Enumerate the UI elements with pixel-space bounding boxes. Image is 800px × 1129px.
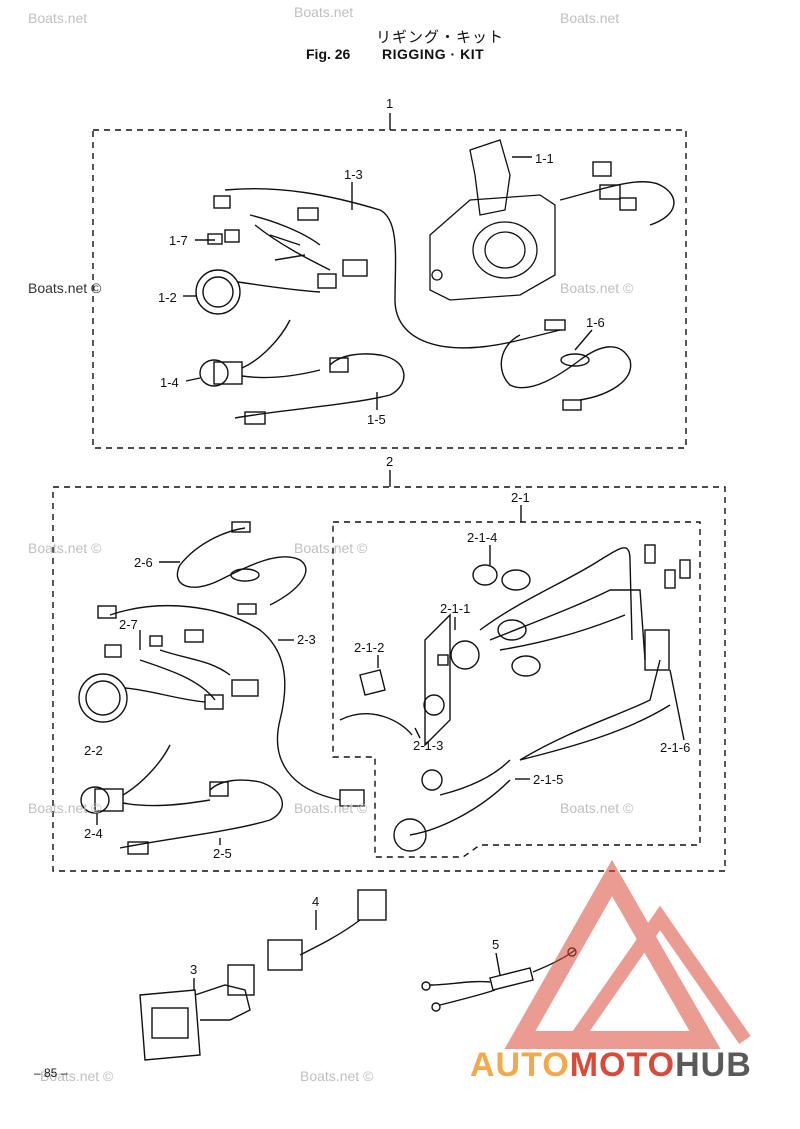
- key-switch-panel: [339, 613, 480, 747]
- remote-control-1: [429, 139, 556, 301]
- callout-1: 1: [386, 96, 394, 111]
- meter-1-4: [199, 319, 321, 387]
- connector: [213, 195, 231, 209]
- watermark: Boats.net: [28, 10, 88, 26]
- callout-1-4: 1-4: [160, 375, 179, 390]
- group-2-box: [52, 486, 726, 872]
- watermark: Boats.net ©: [294, 540, 368, 556]
- callout-2-4: 2-4: [84, 826, 103, 841]
- callout-2-7: 2-7: [119, 617, 138, 632]
- harness-2-6: [176, 556, 307, 606]
- callout-2-3: 2-3: [297, 632, 316, 647]
- group-1-box: [92, 129, 687, 449]
- panel-part-3: [139, 964, 255, 1061]
- page-number: – 85 –: [34, 1066, 68, 1080]
- watermark: Boats.net ©: [300, 1068, 374, 1084]
- meter-2-4: [80, 744, 211, 814]
- callout-5: 5: [492, 937, 500, 952]
- watermark: Boats.net ©: [560, 800, 634, 816]
- callout-2-1-1: 2-1-1: [440, 601, 471, 616]
- main-harness-1-3: [224, 188, 561, 349]
- harness-1-5: [234, 353, 405, 419]
- callout-2: 2: [386, 454, 394, 469]
- callout-2-1-5: 2-1-5: [533, 772, 564, 787]
- callout-2-6: 2-6: [134, 555, 153, 570]
- harness-2-5: [119, 779, 283, 849]
- watermark: Boats.net ©: [28, 280, 102, 296]
- callout-2-1: 2-1: [511, 490, 530, 505]
- callout-4: 4: [312, 894, 320, 909]
- harness-1-6: [500, 334, 632, 401]
- harness-bundle-2-1: [479, 547, 633, 641]
- callout-1-7: 1-7: [169, 233, 188, 248]
- callout-1-6: 1-6: [586, 315, 605, 330]
- watermark: Boats.net: [294, 4, 354, 20]
- callout-1-5: 1-5: [367, 412, 386, 427]
- brand-part-moto: MOTO: [569, 1046, 676, 1084]
- brand-part-auto: AUTO: [470, 1046, 570, 1084]
- brand-triangle-logo: [504, 859, 751, 1049]
- callout-1-2: 1-2: [158, 290, 177, 305]
- figure-title: RIGGING · KIT: [382, 46, 485, 62]
- callout-2-1-4: 2-1-4: [467, 530, 498, 545]
- callout-2-5: 2-5: [213, 846, 232, 861]
- callout-3: 3: [190, 962, 198, 977]
- group-2-1-box: [332, 521, 701, 858]
- watermark: Boats.net ©: [294, 800, 368, 816]
- harness-2-3: [109, 604, 341, 801]
- watermark: Boats.net ©: [28, 540, 102, 556]
- figure-number: Fig. 26: [306, 46, 351, 62]
- meter-2-2: [78, 673, 206, 723]
- callout-1-1: 1-1: [535, 151, 554, 166]
- callout-2-1-2: 2-1-2: [354, 640, 385, 655]
- brand-part-hub: HUB: [675, 1046, 752, 1084]
- figure-title-japanese: リギング・キット: [376, 29, 505, 46]
- callout-2-2: 2-2: [84, 743, 103, 758]
- watermark: Boats.net ©: [28, 800, 102, 816]
- callout-1-3: 1-3: [344, 167, 363, 182]
- callout-2-1-6: 2-1-6: [660, 740, 691, 755]
- watermark: Boats.net ©: [560, 280, 634, 296]
- brand-wordmark: AUTOMOTOHUB: [470, 1046, 752, 1085]
- watermark: Boats.net ©: [40, 1068, 114, 1084]
- meter-1-2: [195, 269, 321, 315]
- watermark: Boats.net: [560, 10, 620, 26]
- callout-2-1-3: 2-1-3: [413, 738, 444, 753]
- harness-part-4: [267, 889, 387, 971]
